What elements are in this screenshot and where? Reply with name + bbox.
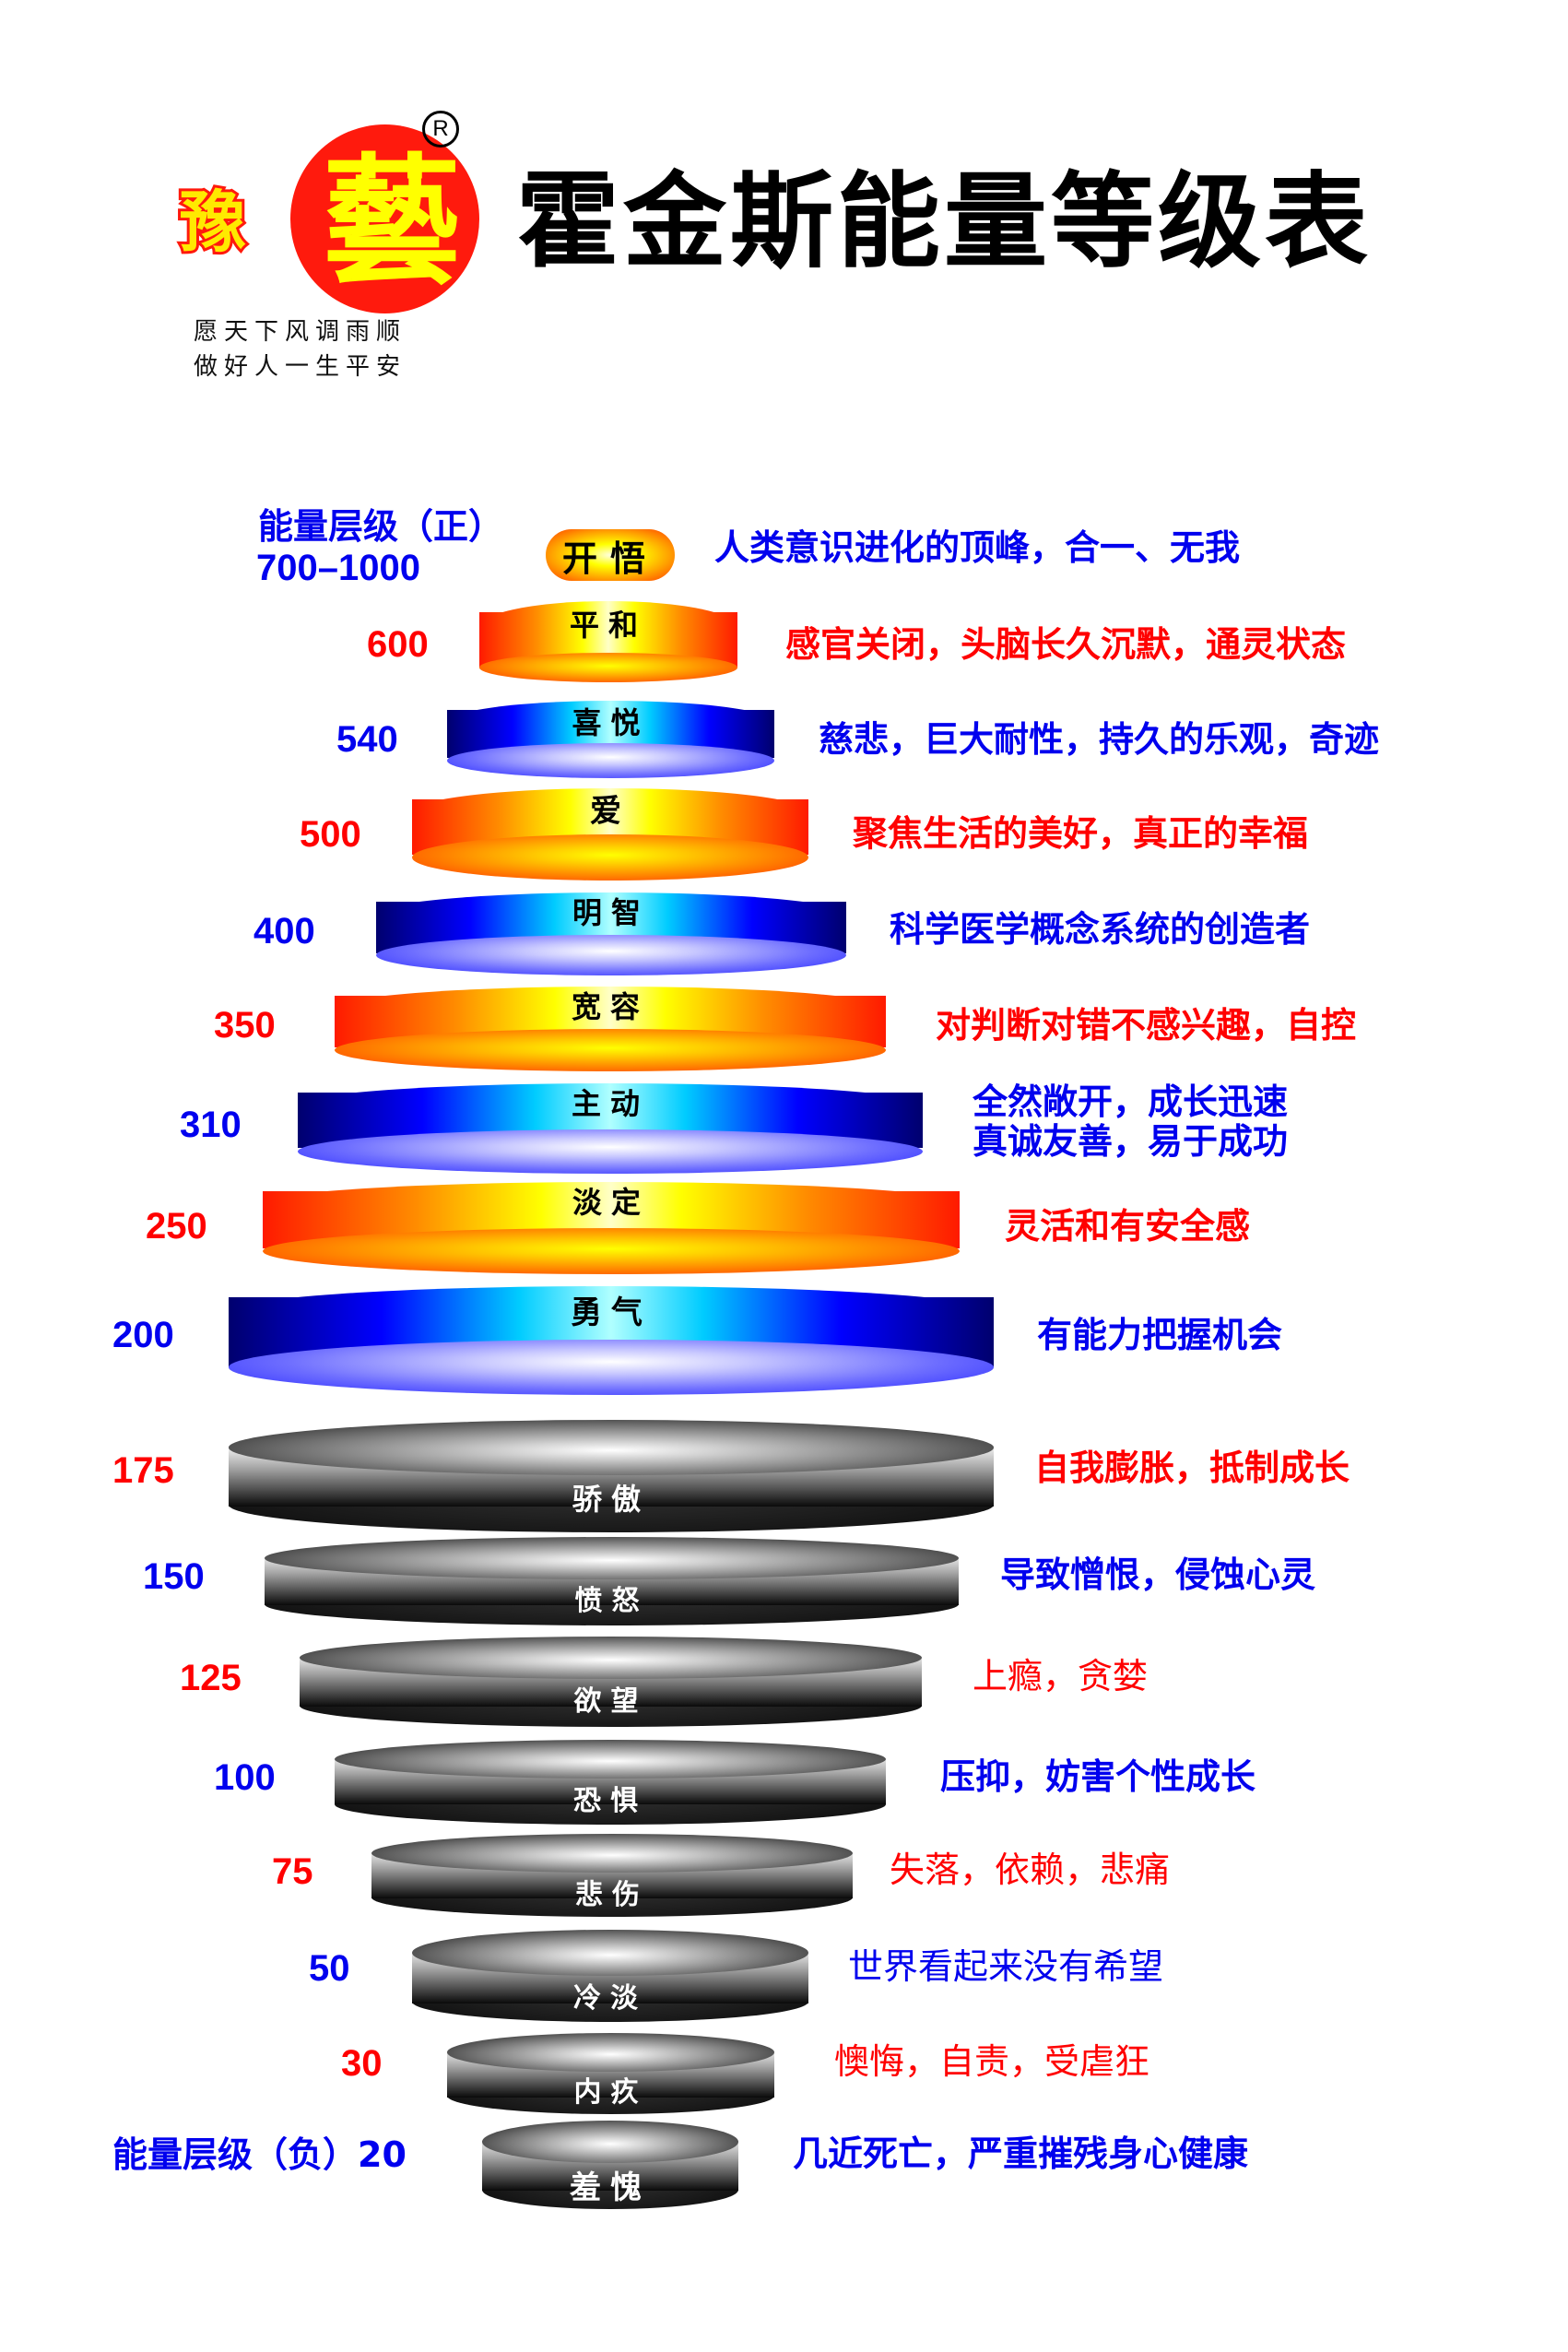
level-desc: 自我膨胀，抵制成长 bbox=[1034, 1448, 1350, 1488]
level-disc-apathy: 冷淡 bbox=[412, 1930, 808, 2022]
slogan-line-2: 做好人一生平安 bbox=[194, 353, 407, 381]
level-name: 愤怒 bbox=[574, 1585, 649, 1617]
level-disc-courage: 勇气 bbox=[229, 1286, 994, 1395]
level-disc-grief: 悲伤 bbox=[371, 1834, 853, 1917]
level-pill-enlightenment: 开悟 bbox=[546, 529, 675, 581]
positive-level-label: 能量层级（正） bbox=[258, 506, 504, 547]
registered-mark-icon: R bbox=[422, 111, 459, 148]
level-desc: 科学医学概念系统的创造者 bbox=[890, 909, 1311, 950]
level-name: 悲伤 bbox=[575, 1879, 649, 1911]
level-name: 明智 bbox=[572, 895, 650, 930]
level-name: 宽容 bbox=[571, 989, 649, 1024]
level-disc-anger: 愤怒 bbox=[265, 1537, 959, 1625]
negative-level-label: 能量层级（负）20 bbox=[112, 2134, 407, 2175]
level-disc-fear: 恐惧 bbox=[335, 1740, 886, 1825]
level-value: 350 bbox=[214, 1005, 276, 1046]
level-name: 主动 bbox=[571, 1086, 649, 1121]
level-disc-desire: 欲望 bbox=[300, 1637, 922, 1727]
level-value: 400 bbox=[253, 911, 315, 951]
slogan-line-1: 愿天下风调雨顺 bbox=[194, 318, 407, 346]
level-disc-joy: 喜悦 bbox=[447, 701, 774, 778]
level-desc: 人类意识进化的顶峰，合一、无我 bbox=[714, 527, 1241, 568]
logo-circle bbox=[290, 124, 479, 313]
level-desc: 导致憎恨，侵蚀心灵 bbox=[1000, 1554, 1316, 1595]
level-disc-wisdom: 明智 bbox=[376, 892, 846, 975]
level-desc: 灵活和有安全感 bbox=[1005, 1206, 1251, 1247]
level-desc: 有能力把握机会 bbox=[1037, 1315, 1283, 1355]
level-disc-shame: 羞愧 bbox=[482, 2121, 738, 2209]
level-value: 75 bbox=[272, 1851, 313, 1892]
level-name: 冷淡 bbox=[573, 1982, 647, 2015]
level-disc-love: 爱 bbox=[412, 788, 808, 881]
logo-side-char: 豫 bbox=[177, 183, 249, 261]
level-value: 250 bbox=[146, 1206, 207, 1247]
level-name: 羞愧 bbox=[570, 2169, 651, 2206]
level-desc: 几近死亡，严重摧残身心健康 bbox=[793, 2133, 1249, 2174]
level-value: 30 bbox=[341, 2043, 383, 2084]
level-value: 200 bbox=[112, 1315, 174, 1355]
level-desc: 感官关闭，头脑长久沉默，通灵状态 bbox=[785, 624, 1347, 665]
level-disc-peace: 平和 bbox=[479, 601, 737, 682]
level-value: 500 bbox=[300, 814, 361, 855]
level-desc: 懊悔，自责，受虐狂 bbox=[834, 2041, 1150, 2082]
level-desc-line-2: 真诚友善，易于成功 bbox=[973, 1121, 1289, 1162]
page-title: 霍金斯能量等级表 bbox=[516, 162, 1372, 282]
level-desc: 上瘾，贪婪 bbox=[973, 1656, 1149, 1696]
level-value: 100 bbox=[214, 1757, 276, 1798]
level-desc: 全然敞开，成长迅速 bbox=[973, 1081, 1289, 1122]
level-desc: 聚焦生活的美好，真正的幸福 bbox=[853, 813, 1309, 854]
level-disc-neutrality: 淡定 bbox=[263, 1182, 960, 1274]
level-name: 平和 bbox=[569, 608, 647, 643]
level-disc-guilt: 内疚 bbox=[447, 2033, 774, 2114]
level-desc: 失落，依赖，悲痛 bbox=[890, 1850, 1171, 1890]
level-value: 125 bbox=[180, 1658, 242, 1698]
level-desc: 慈悲，巨大耐性，持久的乐观，奇迹 bbox=[819, 719, 1380, 760]
level-value: 600 bbox=[367, 624, 429, 665]
level-value: 150 bbox=[143, 1556, 205, 1597]
level-value: 310 bbox=[180, 1105, 242, 1145]
level-value: 175 bbox=[112, 1450, 174, 1491]
positive-level-range: 700–1000 bbox=[256, 548, 420, 588]
level-desc: 世界看起来没有希望 bbox=[848, 1946, 1164, 1987]
level-desc: 对判断对错不感兴趣，自控 bbox=[936, 1005, 1357, 1046]
level-name: 爱 bbox=[590, 793, 631, 830]
level-value: 540 bbox=[336, 719, 398, 760]
logo-main-char: 藝 bbox=[322, 140, 461, 302]
level-disc-acceptance: 宽容 bbox=[335, 987, 886, 1071]
level-disc-pride: 骄傲 bbox=[229, 1420, 994, 1532]
level-name: 恐惧 bbox=[573, 1785, 647, 1817]
level-value: 50 bbox=[309, 1948, 350, 1989]
level-name: 淡定 bbox=[572, 1185, 650, 1220]
level-name: 欲望 bbox=[573, 1685, 648, 1718]
level-desc: 压抑，妨害个性成长 bbox=[940, 1756, 1256, 1797]
level-name: 骄傲 bbox=[572, 1482, 650, 1517]
level-disc-willingness: 主动 bbox=[298, 1083, 923, 1174]
level-name: 内疚 bbox=[573, 2076, 648, 2109]
level-name: 开悟 bbox=[561, 538, 658, 579]
level-name: 喜悦 bbox=[572, 705, 650, 740]
level-name: 勇气 bbox=[571, 1294, 652, 1331]
